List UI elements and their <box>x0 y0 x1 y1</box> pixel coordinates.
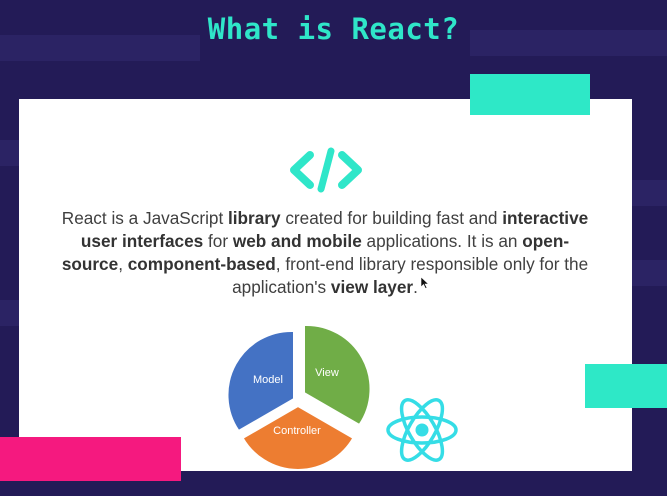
view-label: View <box>315 367 339 379</box>
background-stripe <box>470 30 667 56</box>
react-description: React is a JavaScript library created fo… <box>60 207 590 299</box>
accent-block-pink-left <box>0 437 181 481</box>
description-text: created for building fast and <box>280 208 503 228</box>
description-text: , <box>118 254 128 274</box>
controller-segment <box>241 404 355 470</box>
description-text: . <box>413 277 418 297</box>
model-label: Model <box>253 374 283 386</box>
description-text: applications. It is an <box>361 231 523 251</box>
background-stripe <box>0 140 19 166</box>
description-emphasis: library <box>228 208 281 228</box>
background-stripe <box>0 300 19 326</box>
description-emphasis: component-based <box>127 254 276 274</box>
background-stripe <box>632 180 667 206</box>
controller-label: Controller <box>273 425 321 437</box>
background-stripe <box>632 260 667 286</box>
description-emphasis: web and mobile <box>232 231 362 251</box>
mouse-pointer-icon <box>421 277 429 289</box>
description-emphasis: view layer <box>330 277 414 297</box>
description-emphasis: open-source <box>61 231 570 274</box>
react-atom-icon <box>386 398 458 462</box>
accent-block-teal-right <box>585 364 667 408</box>
description-text: React is a JavaScript <box>61 208 228 228</box>
accent-block-teal-top <box>470 74 590 115</box>
description-text: for <box>203 231 233 251</box>
model-segment <box>226 329 295 433</box>
view-segment <box>303 325 372 427</box>
description-text: , front-end library responsible only for… <box>232 254 589 297</box>
code-brackets-icon <box>290 147 362 193</box>
background-stripe <box>0 35 200 61</box>
description-emphasis: interactive user interfaces <box>80 208 589 251</box>
mvc-diagram: Model View Controller <box>226 325 372 470</box>
slide-title: What is React? <box>207 12 460 46</box>
